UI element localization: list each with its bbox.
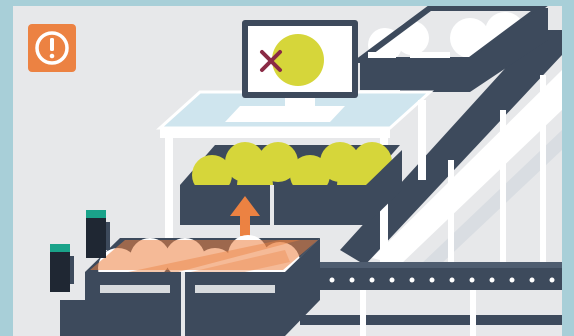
bottom-crates: [85, 235, 320, 336]
inspection-monitor: [225, 20, 358, 122]
sensor-upper: [86, 210, 110, 258]
left-base: [60, 300, 100, 336]
alert-badge: [28, 24, 76, 72]
middle-crates: [180, 142, 402, 225]
bottom-conveyor: [290, 262, 562, 336]
sensor-lower: [50, 244, 74, 292]
alert-circle-icon: [28, 24, 76, 72]
